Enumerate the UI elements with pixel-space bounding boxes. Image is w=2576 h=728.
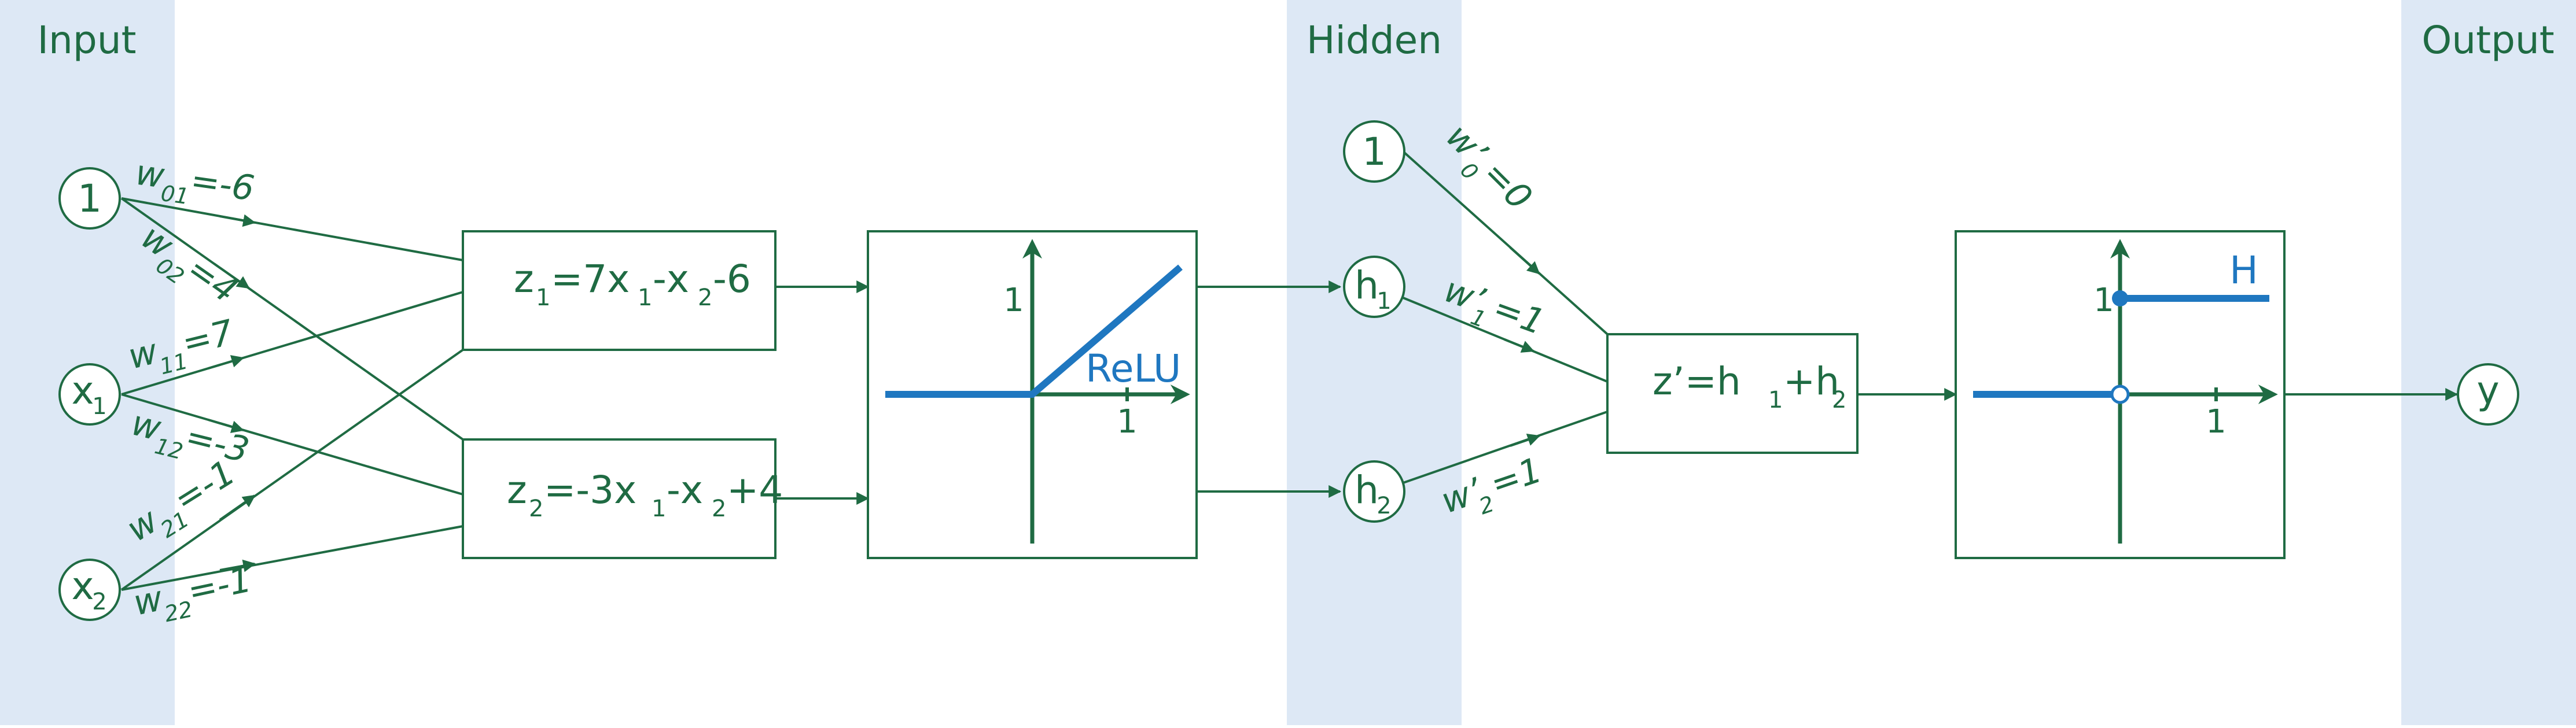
x2-input-node [58, 559, 121, 621]
output-band [2401, 0, 2576, 725]
edge-arrow-wp1 [1504, 338, 1535, 353]
svg-text:+4: +4 [727, 468, 783, 512]
svg-text:=1: =1 [1485, 450, 1547, 505]
edge-bias-z1 [121, 197, 463, 261]
edge-arrow-w21 [219, 494, 256, 521]
svg-text:=0: =0 [1475, 153, 1540, 218]
bias-input-node [58, 167, 121, 230]
svg-text:z’=h: z’=h [1653, 359, 1741, 404]
svg-text:+h: +h [1783, 359, 1839, 404]
h1-hidden-label: h [1355, 263, 1379, 308]
edge-x1-z1 [121, 291, 463, 396]
output-layer-label: Output [2422, 18, 2554, 62]
z2-box [462, 438, 777, 559]
svg-text:2: 2 [712, 496, 726, 522]
svg-text:01: 01 [159, 180, 190, 209]
svg-text:=-3x: =-3x [544, 468, 636, 512]
svg-text:z: z [507, 468, 527, 512]
svg-text:-x: -x [653, 257, 689, 301]
svg-text:=1: =1 [1488, 287, 1550, 343]
edge-x2-z2 [121, 525, 463, 591]
svg-text:-6: -6 [713, 257, 751, 301]
svg-text:2: 2 [698, 284, 712, 311]
h2-hidden-subscript: 2 [1377, 493, 1391, 519]
step-label: H [2229, 248, 2258, 293]
svg-text:-x: -x [667, 468, 703, 512]
svg-text:=7: =7 [178, 312, 238, 364]
svg-text:=4: =4 [179, 249, 245, 311]
edge-x1-z2 [121, 393, 463, 496]
h1-hidden-subscript: 1 [1377, 288, 1391, 315]
x1-input-node [58, 363, 121, 426]
relu-label: ReLU [1085, 346, 1181, 391]
svg-text:1: 1 [638, 284, 652, 311]
svg-text:2: 2 [529, 496, 543, 522]
svg-text:1: 1 [1768, 387, 1783, 413]
svg-text:z: z [514, 257, 534, 301]
bias-input-label: 1 [78, 176, 102, 221]
output-node [2457, 363, 2519, 426]
weight-w01: w 01 =-6 [133, 153, 257, 210]
edge-arrow-w22 [219, 559, 256, 572]
step-open-point [2110, 385, 2130, 404]
svg-text:1: 1 [652, 496, 666, 522]
edge-arrow-wp0 [1509, 246, 1540, 275]
x2-input-label: x [71, 564, 94, 608]
edge-arrow-wp2 [1510, 433, 1541, 447]
z1-equation: z 1 =7x 1 -x 2 -6 [514, 257, 751, 311]
h1-hidden-node [1343, 256, 1405, 318]
relu-curve [885, 264, 1183, 398]
x1-input-label: x [71, 368, 94, 413]
edge-bias-zp [1402, 150, 1609, 335]
edge-bias-z2 [120, 197, 464, 441]
zprime-box [1606, 333, 1859, 454]
input-edges [120, 197, 464, 591]
svg-text:=-1: =-1 [184, 559, 255, 612]
edge-arrow-w11 [208, 355, 245, 369]
svg-text:w: w [133, 153, 167, 197]
edge-arrow-w12 [208, 419, 245, 433]
svg-text:=7x: =7x [551, 257, 630, 301]
input-layer-label: Input [38, 18, 137, 62]
x1-input-subscript: 1 [92, 393, 106, 420]
z2-equation: z 2 =-3x 1 -x 2 +4 [507, 468, 783, 522]
bias-hidden-label: 1 [1362, 130, 1386, 174]
step-y-tick-label: 1 [2093, 282, 2114, 319]
svg-text:=-6: =-6 [188, 160, 257, 209]
svg-text:2: 2 [1476, 491, 1497, 519]
relu-x-tick-label: 1 [1117, 403, 1138, 441]
svg-text:22: 22 [162, 596, 194, 627]
edge-arrow-w02 [213, 263, 250, 289]
edge-x2-z1 [120, 349, 464, 591]
z1-box [462, 230, 777, 351]
edge-arrow-w01 [219, 214, 256, 227]
bias-hidden-node [1343, 120, 1405, 183]
svg-text:2: 2 [1832, 387, 1846, 413]
edge-h2-zp [1403, 411, 1608, 484]
relu-y-tick-label: 1 [1003, 282, 1024, 319]
hidden-layer-label: Hidden [1307, 18, 1442, 62]
x2-input-subscript: 2 [92, 589, 106, 615]
zprime-equation: z’=h 1 +h 2 [1653, 359, 1846, 413]
step-filled-point [2112, 290, 2128, 306]
svg-text:1: 1 [536, 284, 550, 311]
hidden-band [1287, 0, 1462, 725]
h2-hidden-label: h [1355, 468, 1379, 512]
output-node-label: y [2476, 368, 2499, 413]
step-x-tick-label: 1 [2206, 403, 2227, 441]
h2-hidden-node [1343, 460, 1405, 523]
